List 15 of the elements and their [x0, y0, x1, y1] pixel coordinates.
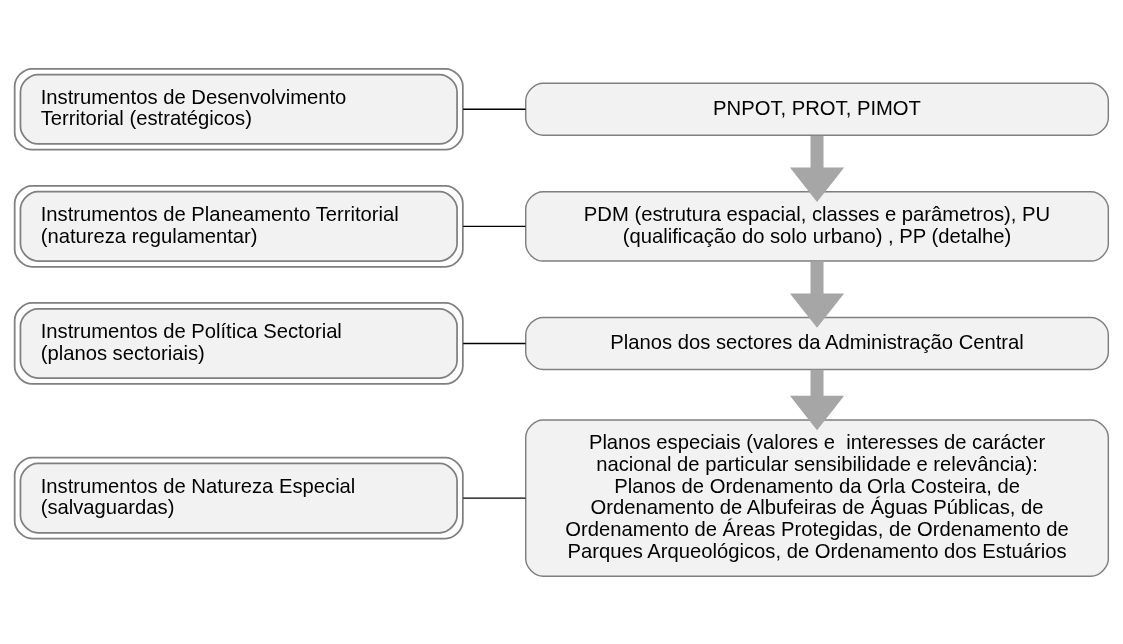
node-box: Planos dos sectores da Administração Central	[525, 316, 1110, 370]
node-box: PNPOT, PROT, PIMOT	[525, 82, 1110, 136]
node-box: PDM (estrutura espacial, classes e parâmetros), PU (qualificação do solo urbano) , PP (detalhe)	[525, 190, 1110, 262]
node-box: Instrumentos de Natureza Especial (salvaguardas)	[13, 456, 464, 539]
connector	[462, 108, 527, 110]
node-box: Instrumentos de Desenvolvimento Territorial (estratégicos)	[13, 67, 464, 151]
arrow	[789, 369, 845, 430]
node-box: Instrumentos de Planeamento Territorial (natureza regulamentar)	[13, 184, 464, 268]
arrow	[789, 135, 845, 202]
connector	[462, 496, 527, 499]
arrow	[789, 261, 845, 328]
node-box: Planos especiais (valores e interesses de carácter nacional de particular sensibilidade e relevância): Planos de Ordenamento da Orla Costeira, de Ordenamento de Albufeiras de Águas Públicas, de Ordenamento de Áreas Protegidas, de Ordenamento de Parques Arqueológicos, de Ordenamento dos Estuários	[525, 418, 1110, 577]
node-box: Instrumentos de Política Sectorial (planos sectoriais)	[13, 301, 464, 385]
connector	[462, 225, 527, 227]
connector	[462, 342, 527, 344]
